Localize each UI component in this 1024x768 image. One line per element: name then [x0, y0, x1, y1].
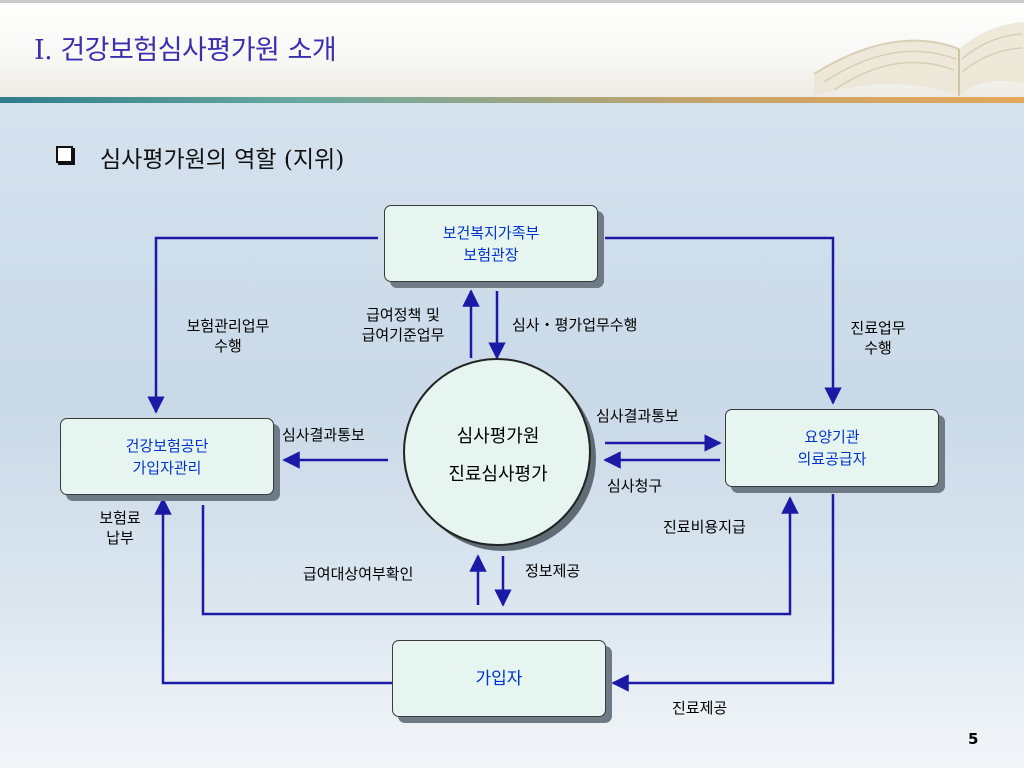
node-ministry: 보건복지가족부 보험관장: [384, 205, 598, 282]
label-review-result-right: 심사결과통보: [596, 407, 679, 425]
arrow-ministry-to-nhis: [147, 236, 378, 414]
label-insurance-mgmt-line1: 보험관리업무: [186, 317, 270, 335]
node-ministry-line2: 보험관장: [463, 245, 519, 264]
arrow-provider-to-subscriber: [611, 494, 835, 692]
label-care-provision: 진료제공: [672, 699, 728, 717]
label-care-work-line2: 수행: [864, 339, 892, 357]
label-insurance-mgmt: 보험관리업무 수행: [168, 316, 288, 356]
node-subscriber-line1: 가입자: [475, 668, 523, 689]
label-review-claim: 심사청구: [607, 477, 663, 495]
label-benefit-policy-line1: 급여정책 및: [366, 306, 440, 324]
label-benefit-policy-line2: 급여기준업무: [361, 326, 445, 344]
label-insurance-mgmt-line2: 수행: [214, 337, 242, 355]
label-eligibility-check: 급여대상여부확인: [303, 565, 414, 583]
node-hira-line1: 심사평가원: [456, 426, 540, 447]
slide-header: Ⅰ. 건강보험심사평가원 소개: [0, 0, 1024, 103]
label-care-work: 진료업무 수행: [828, 318, 928, 358]
node-hira: 심사평가원 진료심사평가: [398, 418, 598, 494]
hira-circle: [403, 358, 591, 546]
node-hira-line2: 진료심사평가: [448, 464, 548, 485]
node-provider: 요양기관 의료공급자: [725, 409, 939, 487]
page-number: 5: [968, 730, 979, 748]
node-provider-line1: 요양기관: [804, 428, 860, 446]
label-review-result-left: 심사결과통보: [282, 426, 365, 444]
section-subtitle: 심사평가원의 역할 (지위): [100, 147, 345, 173]
checkbox-bullet-icon: [56, 146, 73, 163]
header-top-line: [0, 0, 1024, 3]
label-care-work-line1: 진료업무: [850, 319, 906, 337]
node-nhis-line1: 건강보험공단: [125, 436, 209, 455]
label-care-payment: 진료비용지급: [663, 518, 746, 536]
node-provider-line2: 의료공급자: [797, 450, 867, 468]
node-subscriber: 가입자: [392, 640, 606, 717]
label-info-provision: 정보제공: [525, 562, 581, 580]
open-book-icon: [813, 22, 1024, 96]
arrow-nhis-to-provider-payment: [201, 496, 799, 616]
label-premium-line2: 납부: [106, 529, 134, 547]
page-title: Ⅰ. 건강보험심사평가원 소개: [34, 35, 337, 66]
label-premium: 보험료 납부: [80, 508, 160, 548]
label-benefit-policy: 급여정책 및 급여기준업무: [338, 305, 468, 345]
node-ministry-line1: 보건복지가족부: [442, 223, 540, 242]
node-nhis: 건강보험공단 가입자관리: [60, 418, 274, 495]
header-divider: [0, 97, 1024, 103]
node-nhis-line2: 가입자관리: [132, 458, 202, 477]
label-review-eval: 심사・평가업무수행: [512, 316, 638, 334]
arrow-subscriber-to-nhis: [154, 497, 392, 685]
label-premium-line1: 보험료: [99, 509, 141, 527]
arrow-ministry-to-provider: [605, 236, 842, 405]
